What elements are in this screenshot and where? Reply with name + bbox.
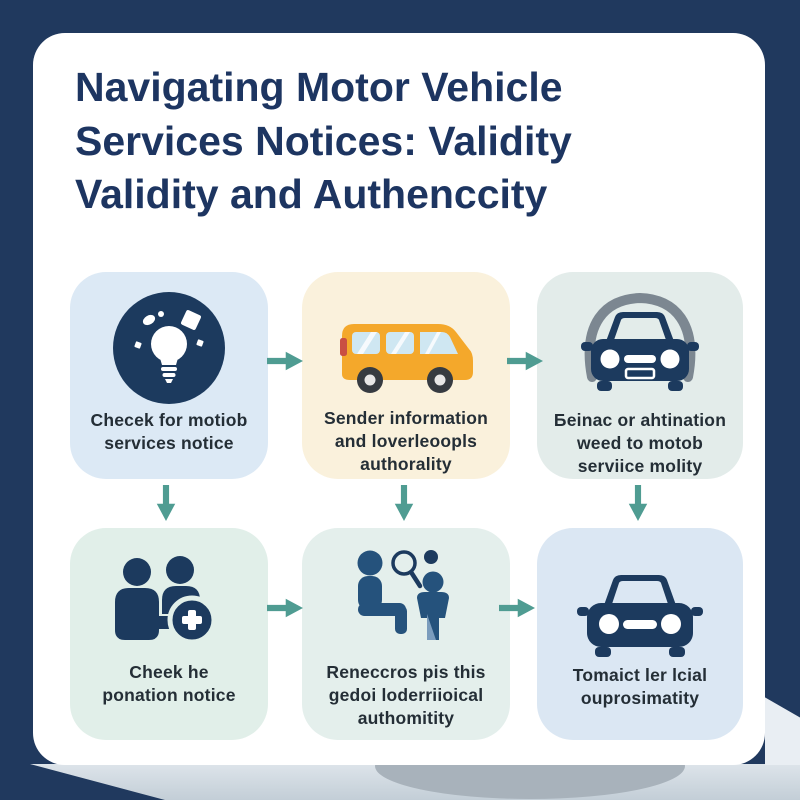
step-caption: Reneccros pis this gedoi loderriioical a… [326, 662, 486, 729]
page-title: Navigating Motor Vehicle Services Notice… [75, 64, 572, 218]
arrow-right-icon [267, 351, 303, 371]
lightbulb-idea-icon [113, 292, 225, 409]
step-box-3: Бeinac or ahtination weed to motob servi… [537, 272, 743, 479]
bottom-right-gray-notch [765, 697, 800, 765]
infographic-card: Navigating Motor Vehicle Services Notice… [33, 33, 765, 765]
van-icon [330, 302, 482, 407]
step-caption: Sender information and loverleoopls auth… [323, 408, 489, 475]
arrow-down-icon [628, 485, 648, 521]
step-box-6: Tomaict ler lcial ouprosimatity [537, 528, 743, 740]
person-review-icon [341, 546, 471, 661]
arrow-down-icon [156, 485, 176, 521]
step-caption: Cheek he ponation notice [102, 662, 236, 706]
car-front-icon [565, 554, 715, 664]
arrow-right-icon [267, 598, 303, 618]
step-caption: Бeinac or ahtination weed to motob servi… [553, 410, 727, 477]
step-box-5: Reneccros pis this gedoi loderriioical a… [302, 528, 510, 740]
step-caption: Tomaict ler lcial ouprosimatity [572, 665, 708, 709]
step-box-1: Checek for motiob services notice [70, 272, 268, 479]
step-box-4: Cheek he ponation notice [70, 528, 268, 740]
step-box-2: Sender information and loverleoopls auth… [302, 272, 510, 479]
people-plus-icon [104, 556, 234, 661]
arrow-down-icon [394, 485, 414, 521]
step-caption: Checek for motiob services notice [90, 410, 248, 454]
car-inspection-icon [565, 282, 715, 409]
